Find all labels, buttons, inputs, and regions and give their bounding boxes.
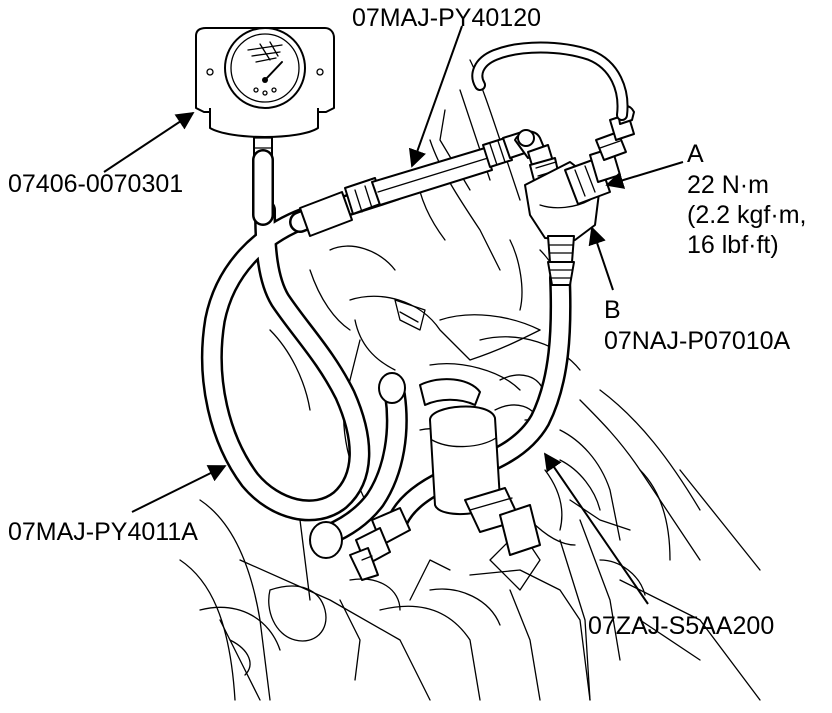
leader-lines <box>103 25 684 605</box>
label-point-a-letter: A <box>687 140 704 168</box>
label-hose-left: 07MAJ-PY4011A <box>8 518 198 546</box>
return-tube <box>471 41 629 121</box>
hose-bottom-fitting <box>349 507 411 581</box>
hose-end-cap-left <box>309 372 408 559</box>
label-point-a-torque-nm: 22 N·m <box>687 171 769 199</box>
label-point-a-torque-lbf: 16 lbf·ft) <box>687 231 779 259</box>
y-fitting-adapter <box>524 105 635 286</box>
leader-gauge <box>103 112 195 173</box>
hose-left-loop <box>200 199 371 522</box>
hose-top <box>289 129 546 237</box>
pressure-gauge <box>195 27 335 138</box>
hose-bottom <box>387 267 572 531</box>
label-point-b-part: 07NAJ-P07010A <box>604 327 791 355</box>
label-hose-top: 07MAJ-PY40120 <box>352 4 541 32</box>
callout-labels: 07MAJ-PY40120 07406-0070301 A 22 N·m (2.… <box>8 4 806 640</box>
label-point-a-torque-kgf: (2.2 kgf·m, <box>687 201 806 229</box>
label-hose-bottom: 07ZAJ-S5AA200 <box>588 612 774 640</box>
fuel-filter <box>419 378 541 556</box>
leader-hose-bottom <box>543 452 649 605</box>
leader-hose-top <box>408 25 463 168</box>
leader-hose-left <box>131 465 227 513</box>
leader-point-b <box>588 226 614 291</box>
leader-point-a <box>605 161 684 189</box>
label-point-b-letter: B <box>604 296 621 324</box>
label-gauge: 07406-0070301 <box>8 170 183 198</box>
